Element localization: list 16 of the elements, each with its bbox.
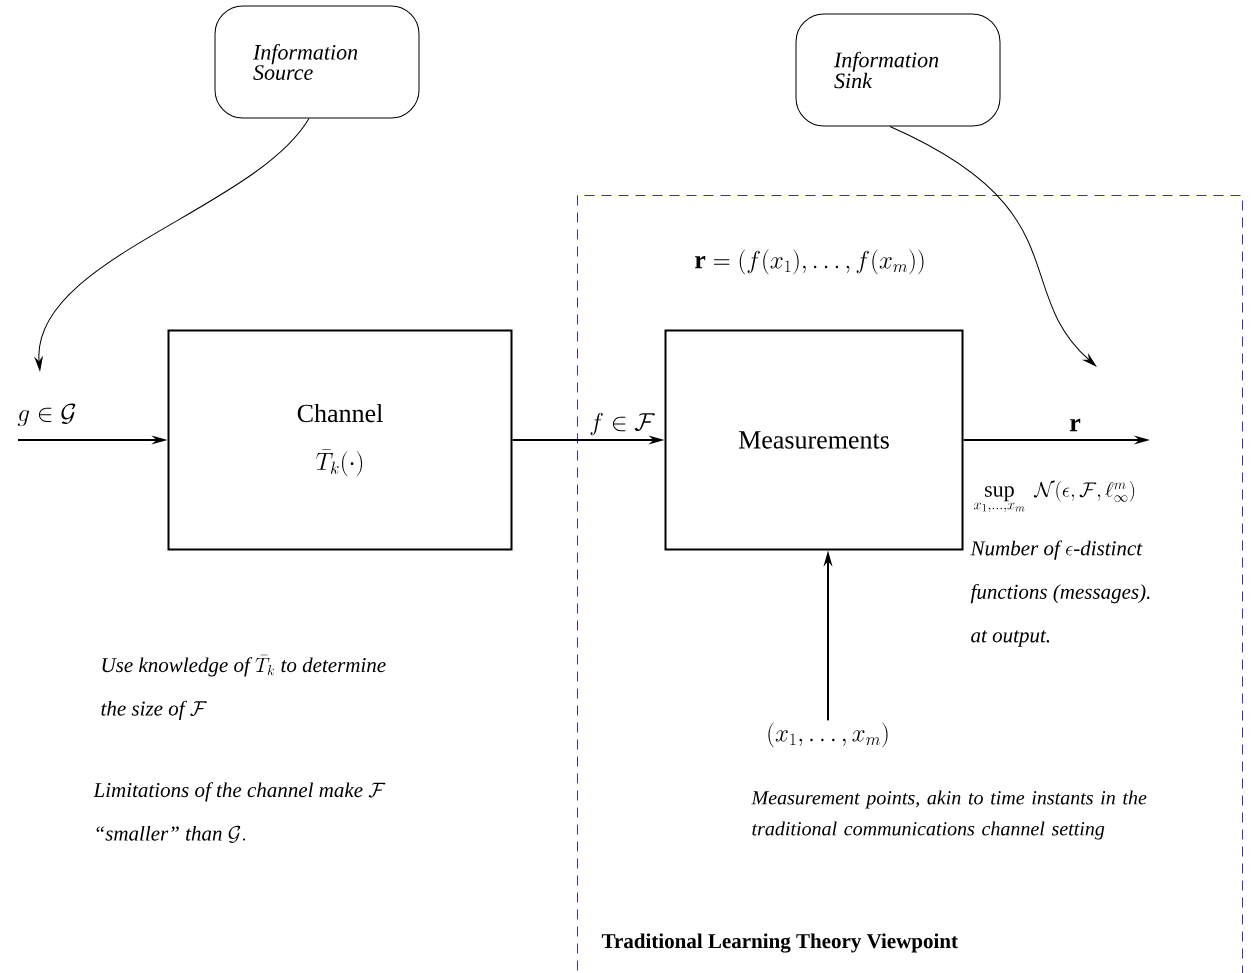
process-box: Channel $\bar{T}_k(\cdot)$	[167, 329, 513, 551]
note-text: Measurement points, akin to time instants in the traditional communications channel setting	[751, 790, 1147, 840]
formula-label: $\sup\limits_{x_1,\ldots,x_m}\;\mathcal{N}(\epsilon,\mathcal{F},\ell_\infty^m)$	[973, 480, 1135, 512]
source-box: Information Source	[214, 5, 420, 119]
arrow	[889, 126, 1097, 367]
arrow	[34, 118, 310, 371]
edge-label: $f \in \mathcal{F}$	[590, 412, 655, 436]
note-text: $\begin{array}{l}\textit{Number of }\epsilon\textit{-distinct}\\ \textit{functions (messages).}\\ \textit{at output.}\end{array}$	[970, 540, 1150, 647]
note-text: $\begin{array}{l}\textit{Use knowledge of }\bar{T}_k\textit{ to determine}\\ \textit{the size of }\mathcal{F}\end{array}$	[101, 654, 386, 720]
source-box: Information Sink	[795, 13, 1001, 127]
edge-label: $g \in \mathcal{G}$	[17, 403, 76, 427]
input-label: $(x_1,\ldots,x_m)$	[768, 722, 888, 748]
note-text: $\begin{array}{l}\textit{Limitations of the channel make }\mathcal{F}\\ \textit{``smaller'' than }\mathcal{G}.\end{array}$	[93, 782, 386, 843]
edge-label: $\mathbf{r}$	[1069, 418, 1081, 432]
formula-label: $\mathbf{r} = (f(x_1),\ldots,f(x_m))$	[695, 249, 924, 275]
process-box: Measurements	[664, 329, 964, 551]
